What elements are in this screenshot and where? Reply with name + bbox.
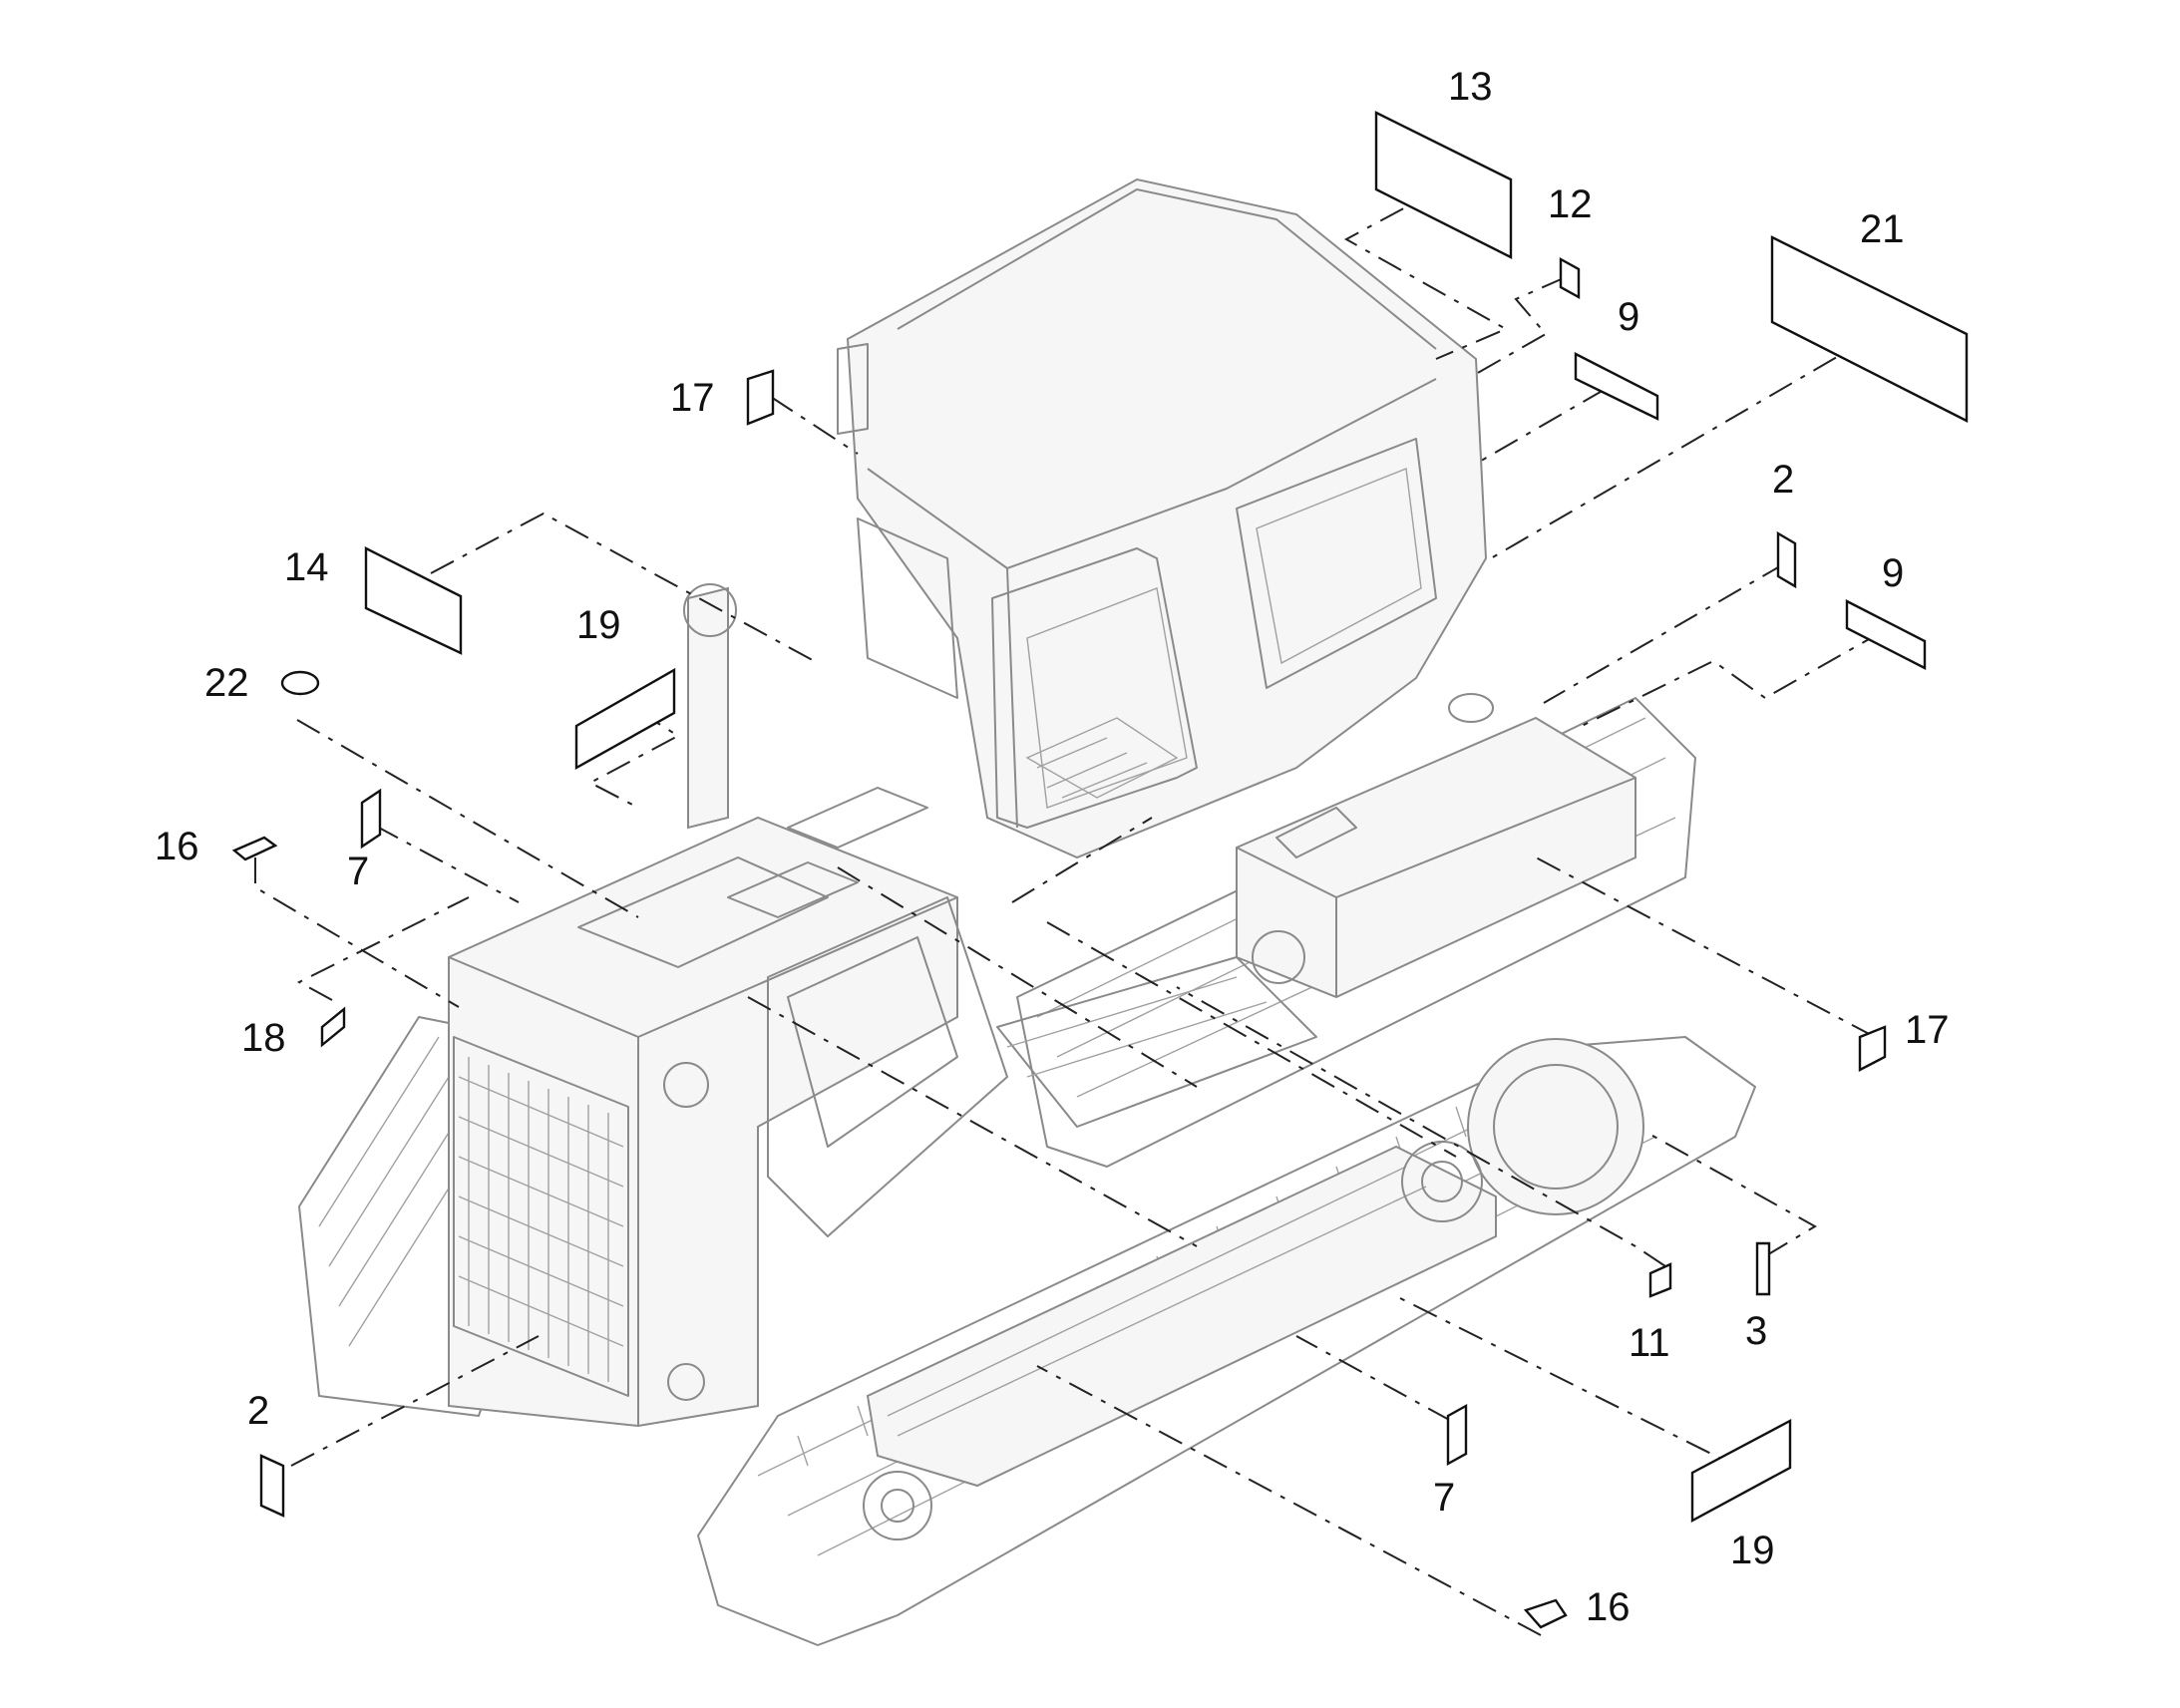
decal-3 xyxy=(1755,1241,1771,1296)
decal-17-top xyxy=(746,369,775,426)
callout-9-top: 9 xyxy=(1618,295,1639,339)
callout-17-right: 17 xyxy=(1905,1008,1950,1052)
decal-17-right xyxy=(1858,1025,1887,1072)
callout-16-bottom: 16 xyxy=(1586,1585,1631,1629)
near-track xyxy=(697,1036,1756,1646)
callout-17-top: 17 xyxy=(670,376,715,420)
callout-7-left: 7 xyxy=(347,850,369,893)
callout-16-left: 16 xyxy=(155,825,199,868)
callout-7-bottom: 7 xyxy=(1433,1476,1455,1520)
decals xyxy=(231,111,1969,1629)
callout-21: 21 xyxy=(1860,207,1905,251)
decal-22 xyxy=(280,670,320,696)
callout-19-left: 19 xyxy=(576,603,621,647)
decal-9-right xyxy=(1845,599,1927,670)
callout-11: 11 xyxy=(1629,1321,1670,1365)
decal-13 xyxy=(1374,111,1513,259)
decal-14 xyxy=(364,546,463,655)
decal-2-bottom xyxy=(259,1454,285,1518)
decal-7-bottom xyxy=(1446,1403,1468,1467)
decal-19-left xyxy=(574,667,676,771)
operator-cab xyxy=(837,177,1488,859)
callout-13: 13 xyxy=(1448,65,1493,109)
leader-lines xyxy=(254,183,1886,1636)
decal-18 xyxy=(320,1006,346,1048)
callout-labels: 13 12 21 9 17 2 9 14 19 22 16 7 18 17 11… xyxy=(155,65,1950,1629)
callout-19-bottom: 19 xyxy=(1730,1529,1775,1572)
decal-21 xyxy=(1770,235,1969,423)
callout-9-right: 9 xyxy=(1882,551,1904,595)
decal-2-top xyxy=(1776,530,1797,589)
callout-3: 3 xyxy=(1745,1309,1767,1353)
near-fender xyxy=(996,956,1317,1128)
callout-2-bottom: 2 xyxy=(247,1389,269,1433)
decal-12 xyxy=(1559,256,1581,300)
callout-2-top: 2 xyxy=(1772,458,1794,502)
callout-12: 12 xyxy=(1548,182,1593,226)
decal-11 xyxy=(1648,1262,1672,1298)
decal-16-left xyxy=(231,836,278,861)
decal-19-bottom xyxy=(1690,1419,1792,1524)
decal-9-top xyxy=(1574,352,1659,421)
exhaust-stack xyxy=(683,583,737,830)
callout-18: 18 xyxy=(241,1016,286,1060)
engine-hood xyxy=(448,787,1008,1428)
callout-22: 22 xyxy=(204,661,249,705)
decal-7-left xyxy=(360,788,382,850)
callout-14: 14 xyxy=(284,545,329,589)
decal-16-bottom xyxy=(1523,1598,1568,1629)
crawler-dozer-illustration xyxy=(298,177,1756,1646)
